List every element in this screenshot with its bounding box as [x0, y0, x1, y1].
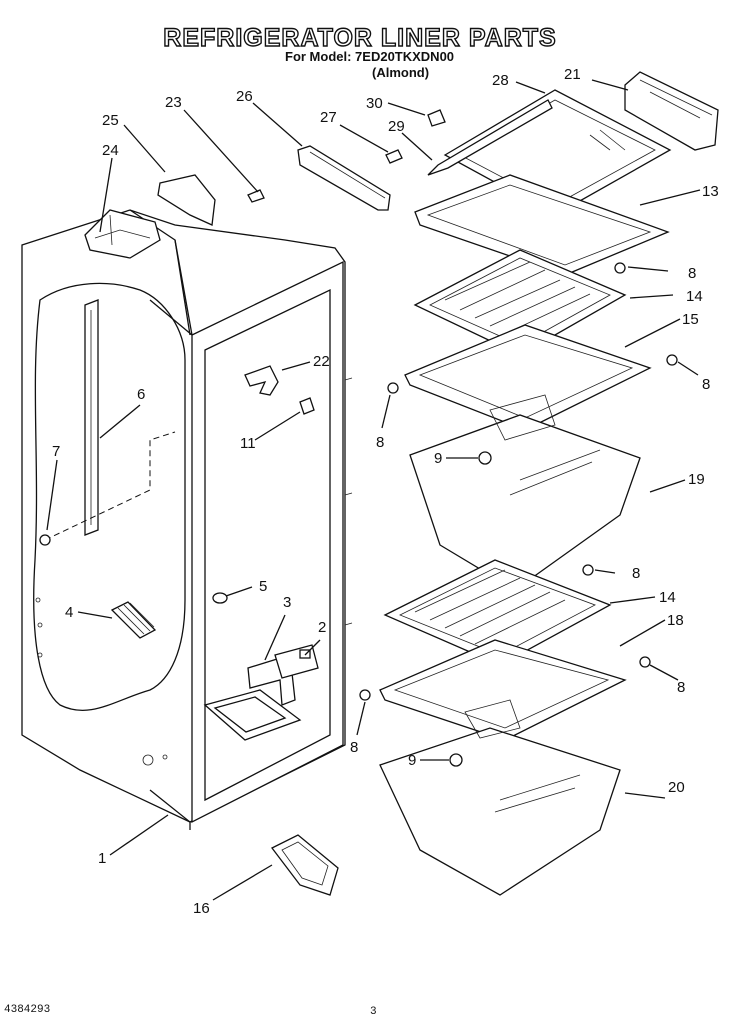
crisper-cover-14-lower	[383, 559, 612, 666]
callout-7: 7	[52, 443, 60, 460]
callout-6: 6	[137, 386, 145, 403]
control-housing-24	[84, 209, 161, 259]
callout-16: 16	[193, 900, 210, 917]
crisper-frame-15	[404, 324, 652, 431]
callout-14b: 14	[659, 589, 676, 606]
callout-23: 23	[165, 94, 182, 111]
diagram-title: REFRIGERATOR LINER PARTS	[163, 23, 557, 52]
callout-19: 19	[688, 471, 705, 488]
callout-21: 21	[564, 66, 581, 83]
callout-3: 3	[283, 594, 291, 611]
callout-4: 4	[65, 604, 73, 621]
callout-29: 29	[388, 118, 405, 135]
callout-labels: 1 2 3 4 5 6 7 8 8 8 8 8 8 8 9 9 11 13 14…	[52, 66, 719, 917]
callout-1: 1	[98, 850, 106, 867]
callout-27: 27	[320, 109, 337, 126]
crisper-cover-14-upper	[413, 249, 627, 356]
callout-28: 28	[492, 72, 509, 89]
callout-8b: 8	[702, 376, 710, 393]
crisper-frame-18	[379, 639, 627, 741]
callout-5: 5	[259, 578, 267, 595]
callout-8e: 8	[677, 679, 685, 696]
leader-lines	[46, 79, 701, 901]
callout-30: 30	[366, 95, 383, 112]
screw-11	[299, 397, 315, 415]
clips-9	[449, 451, 492, 767]
vertical-rail	[84, 299, 99, 536]
bracket-22	[244, 365, 279, 396]
callout-9a: 9	[434, 450, 442, 467]
screw-27	[385, 149, 403, 164]
clips-8	[359, 262, 678, 701]
callout-8f: 8	[350, 739, 358, 756]
callout-25: 25	[102, 112, 119, 129]
crisper-drawer-20	[379, 699, 621, 896]
light-shield-26	[297, 145, 391, 211]
callout-2: 2	[318, 619, 326, 636]
callout-14a: 14	[686, 288, 703, 305]
callout-11: 11	[240, 435, 256, 452]
clip-30	[427, 109, 446, 127]
callout-8a: 8	[688, 265, 696, 282]
callout-8d: 8	[632, 565, 640, 582]
bracket-25	[157, 174, 216, 226]
document-number: 4384293	[4, 1004, 51, 1016]
cabinet-liner	[21, 209, 353, 830]
model-line: For Model: 7ED20TKXDN00	[285, 49, 455, 64]
shelf-trim-29	[427, 99, 553, 176]
callout-26: 26	[236, 88, 253, 105]
shelf-frame-13	[414, 174, 670, 276]
screw-23	[247, 189, 265, 203]
callout-15: 15	[682, 311, 699, 328]
clip-5	[212, 592, 228, 604]
vent-grille	[110, 601, 157, 639]
callout-18: 18	[667, 612, 684, 629]
cover-16	[271, 834, 339, 896]
page-number: 3	[370, 1006, 377, 1018]
crisper-drawer-19	[409, 394, 641, 591]
callout-9b: 9	[408, 752, 416, 769]
callout-13: 13	[702, 183, 719, 200]
callout-22: 22	[313, 353, 330, 370]
screw-7	[39, 534, 51, 546]
callout-8c: 8	[376, 434, 384, 451]
callout-24: 24	[102, 142, 119, 159]
color-line: (Almond)	[372, 65, 430, 80]
callout-20: 20	[668, 779, 685, 796]
dairy-bin-21	[624, 71, 719, 151]
